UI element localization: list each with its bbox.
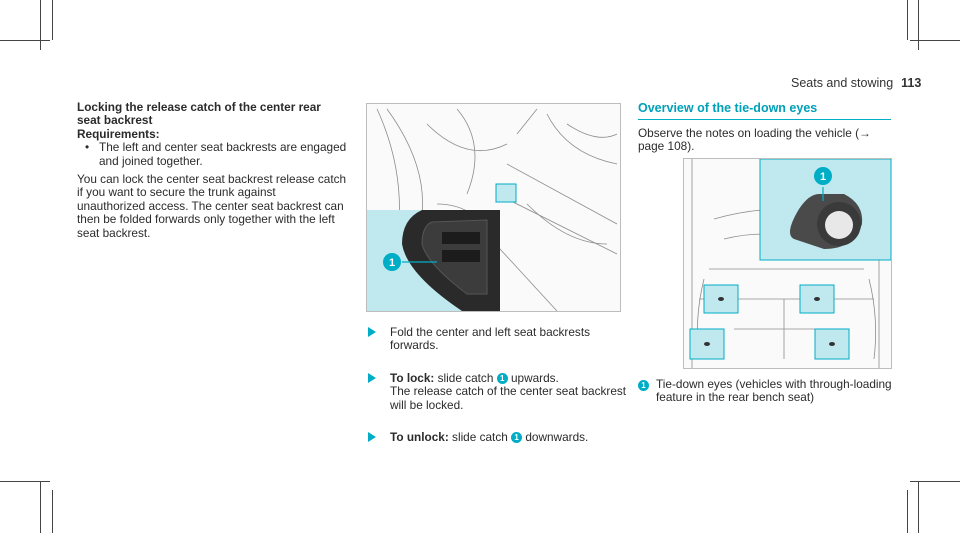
step-arrow-icon — [368, 432, 376, 443]
instruction-steps: Fold the center and left seat backrests … — [368, 325, 628, 463]
step-arrow-icon — [368, 372, 376, 383]
seat-release-figure: 1 — [366, 103, 621, 312]
step-lock: To lock: slide catch 1 upwards. The rele… — [368, 371, 628, 412]
observe-note: Observe the notes on loading the vehicle… — [638, 126, 871, 154]
section-title: Overview of the tie-down eyes — [638, 101, 818, 115]
step-fold: Fold the center and left seat backrests … — [368, 325, 628, 353]
figure-caption: 1 Tie-down eyes (vehicles with through-l… — [638, 377, 893, 405]
step-arrow-icon — [368, 327, 376, 337]
requirement-item: The left and center seat backrests are e… — [85, 141, 347, 168]
left-column: Locking the release catch of the center … — [77, 100, 347, 240]
page-number: 113 — [901, 76, 922, 90]
figure1-callout: 1 — [389, 257, 395, 269]
callout-badge: 1 — [496, 372, 508, 384]
callout-badge: 1 — [638, 380, 649, 391]
body-text: You can lock the center seat backrest re… — [77, 172, 347, 240]
figure2-callout: 1 — [820, 171, 826, 183]
tie-down-figure: 1 — [683, 158, 892, 369]
section-heading: Locking the release catch of the center … — [77, 100, 321, 128]
step-unlock: To unlock: slide catch 1 downwards. — [368, 430, 628, 444]
running-header: Seats and stowing 113 — [791, 76, 921, 90]
callout-badge: 1 — [511, 432, 523, 444]
section-name: Seats and stowing — [791, 76, 894, 90]
title-rule — [638, 119, 891, 120]
requirements-label: Requirements: — [77, 126, 160, 141]
